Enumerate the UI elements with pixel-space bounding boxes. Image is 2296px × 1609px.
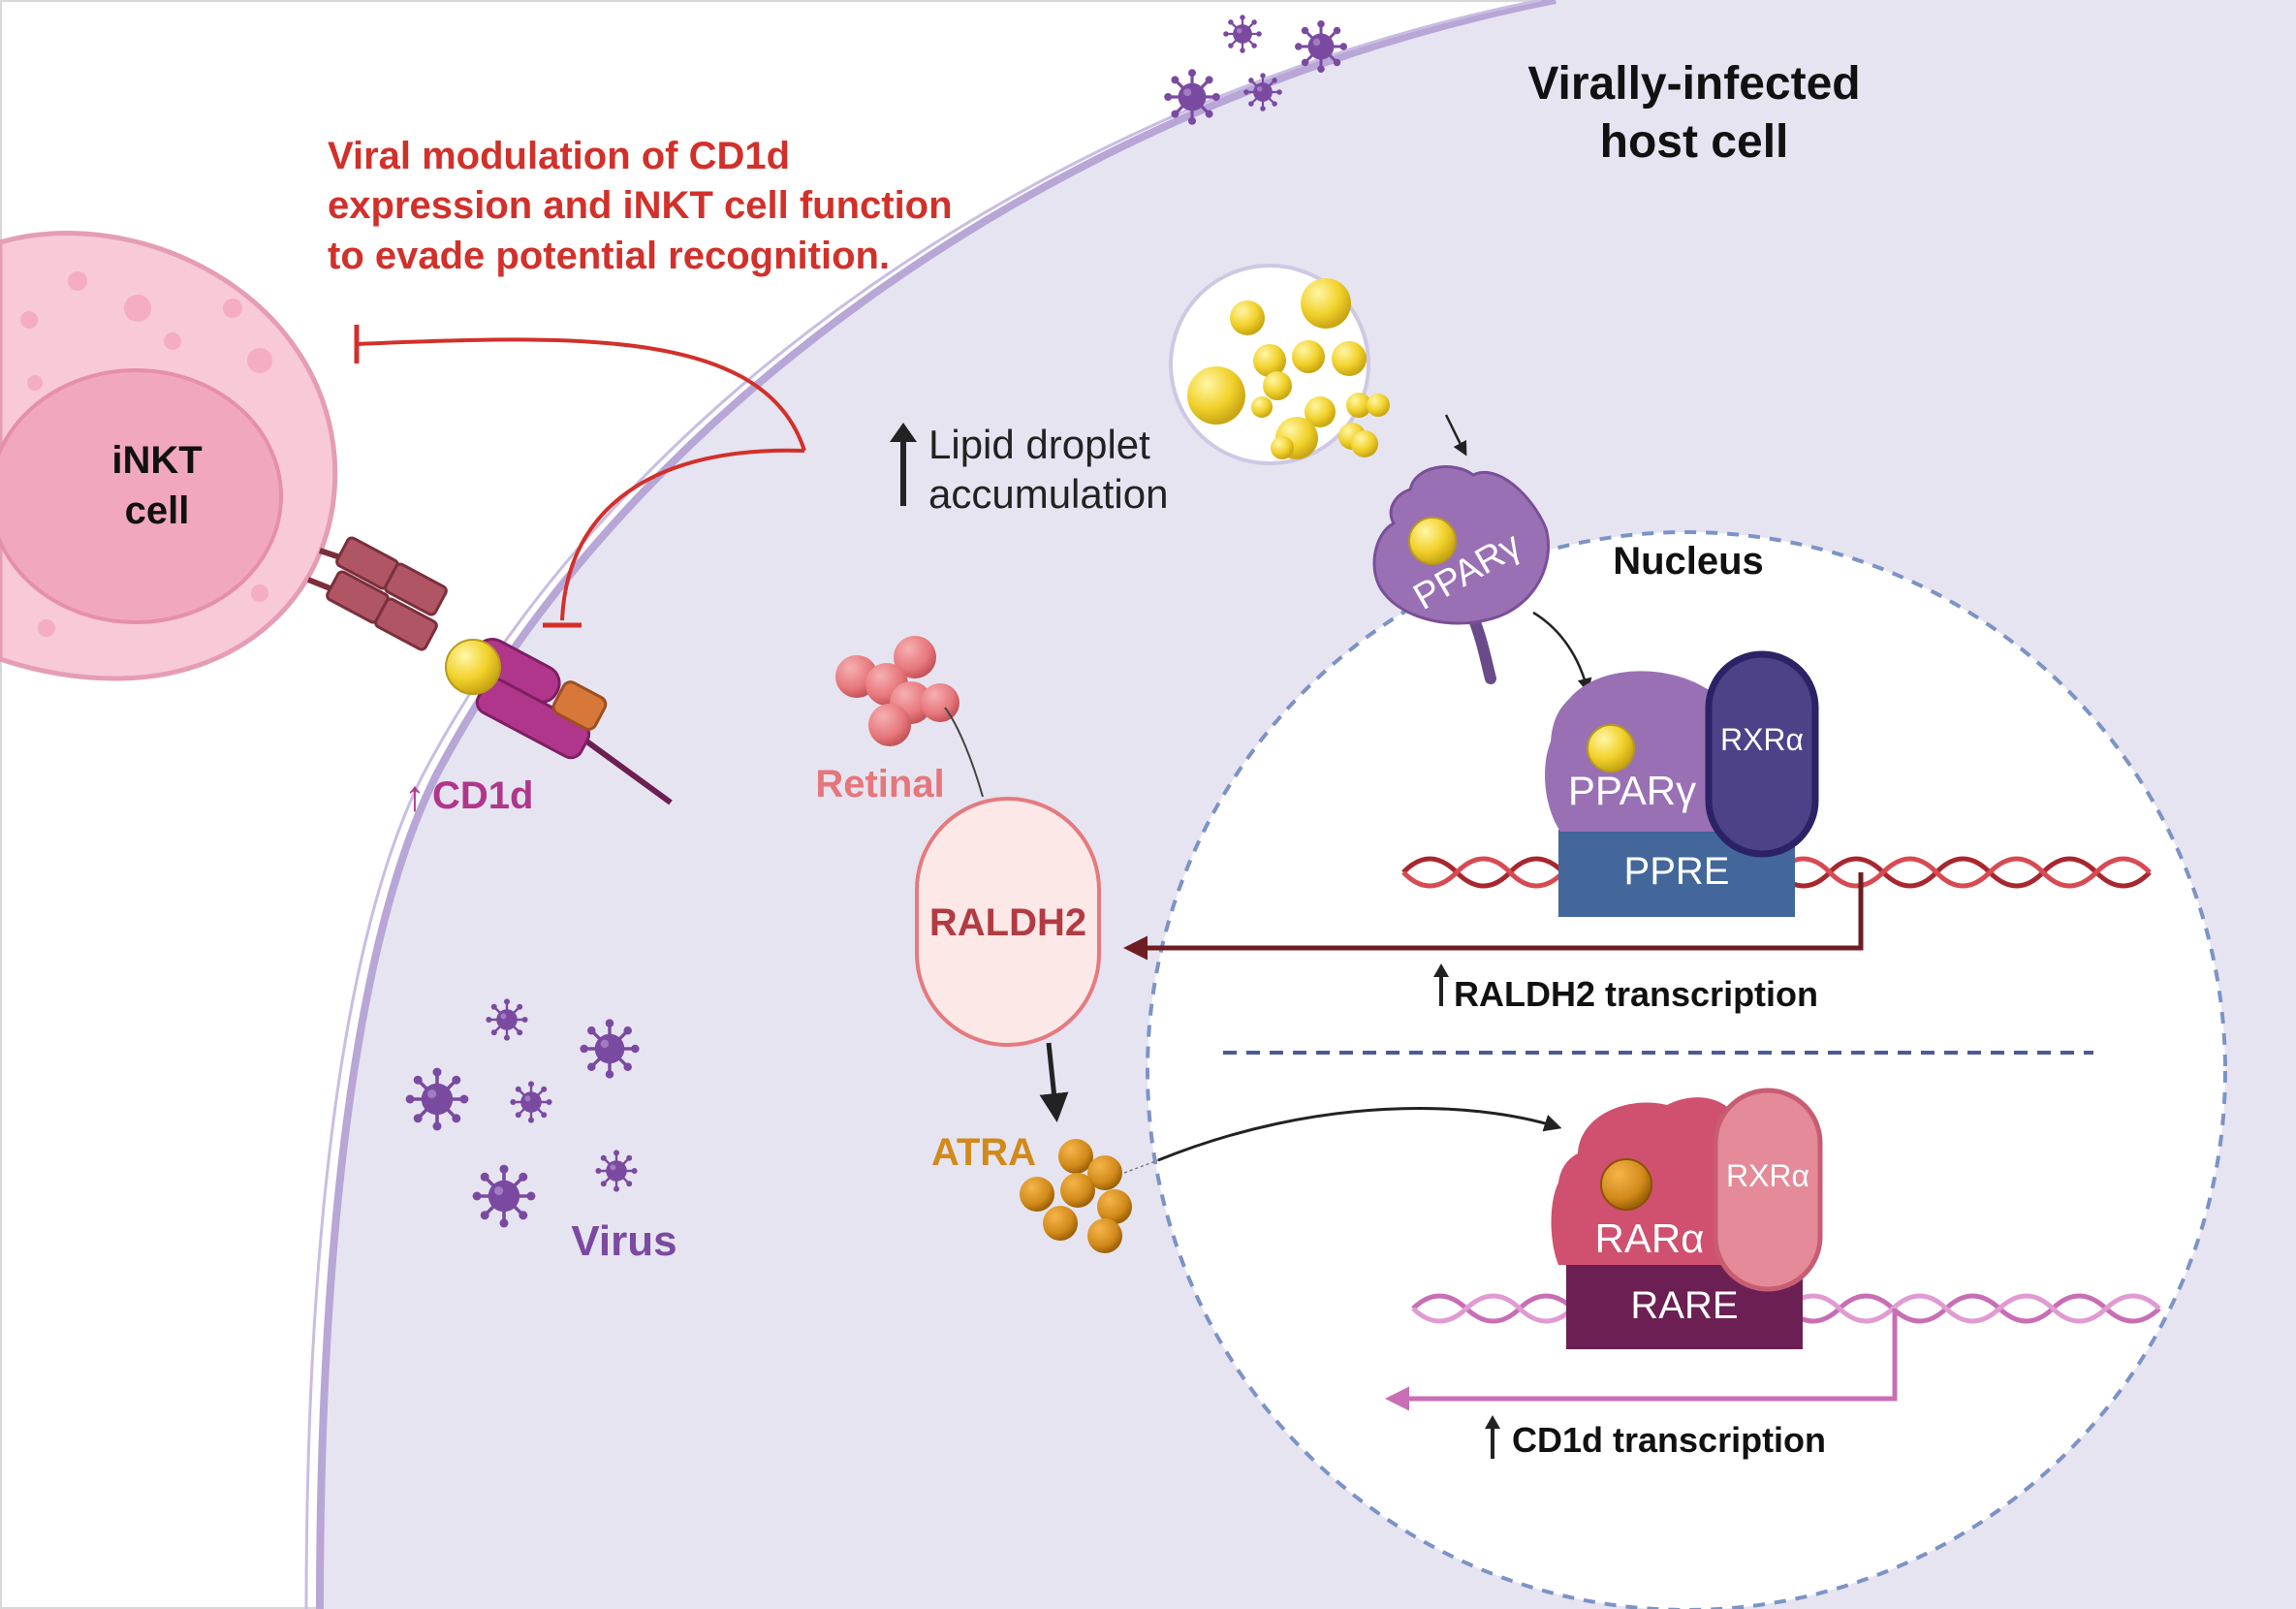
virus-icon (1222, 14, 1263, 54)
virus-icon (594, 1149, 639, 1193)
atra-label: ATRA (931, 1131, 1036, 1174)
retinal-molecule (835, 636, 959, 746)
rare-label: RARE (1630, 1284, 1738, 1327)
viral-modulation-line2: expression and iNKT cell function (328, 184, 953, 227)
ppre-label: PPRE (1624, 850, 1730, 893)
cd1d-transcription-label: CD1d transcription (1512, 1420, 1826, 1460)
viral-modulation-line1: Viral modulation of CD1d (328, 135, 790, 177)
lipid-label-line2: accumulation (928, 471, 1168, 517)
cd1d-label: CD1d (432, 774, 533, 817)
rxra-bottom-label: RXRα (1726, 1158, 1809, 1193)
inkt-label-line1: iNKT (111, 439, 202, 482)
up-arrow-icon (1433, 963, 1449, 977)
virus-icon (1293, 18, 1349, 75)
inkt-label-line2: cell (125, 489, 190, 532)
raldh2-enzyme: RALDH2 (915, 797, 1101, 1047)
virus-icon (509, 1080, 553, 1124)
viral-modulation-line3: to evade potential recognition. (328, 235, 890, 277)
inhibition-arrow-icon (560, 448, 805, 621)
nucleus (1146, 530, 2227, 1609)
atra-molecule (1020, 1139, 1132, 1253)
raldh2-transcription-arrow (1123, 872, 1864, 961)
rara-receptor: RARα (1551, 1097, 1745, 1265)
ppary-complex: PPARγ (1545, 671, 1725, 832)
virus-label: Virus (571, 1217, 676, 1265)
cd1d-molecule (445, 638, 673, 805)
cd1d-transcription-arrow (1385, 1309, 1898, 1411)
up-arrow-icon (1485, 1415, 1500, 1429)
inkt-cell: iNKT cell (0, 231, 338, 681)
ppary-complex-label: PPARγ (1568, 768, 1696, 813)
nucleus-label: Nucleus (1613, 540, 1764, 583)
lipid-label-line1: Lipid droplet (928, 422, 1150, 467)
tcr-receptor (306, 536, 448, 651)
retinal-label: Retinal (815, 763, 944, 805)
inhibition-arrow-icon (356, 337, 806, 452)
up-arrow-icon: ↑ (404, 773, 425, 820)
rara-label: RARα (1595, 1215, 1705, 1261)
virus-icon (403, 1065, 471, 1133)
virus-icon (485, 997, 529, 1042)
ppary-bound-lipid: PPARγ (1372, 465, 1551, 684)
virus-icon (578, 1017, 642, 1081)
rxra-bottom: RXRα (1713, 1088, 1823, 1292)
virus-icon (470, 1162, 538, 1230)
raldh2-transcription-label: RALDH2 transcription (1454, 974, 1818, 1014)
rxra-top: RXRα (1705, 650, 1819, 858)
virus-icon (1162, 67, 1222, 127)
host-cell-title-line2: host cell (1600, 116, 1789, 168)
raldh2-label: RALDH2 (929, 901, 1086, 944)
host-cell-title-line1: Virally-infected (1527, 58, 1860, 110)
lipid-droplet-icon (1169, 264, 1390, 465)
rxra-top-label: RXRα (1720, 722, 1804, 757)
up-arrow-icon (890, 423, 917, 442)
virus-icon (1242, 72, 1283, 112)
